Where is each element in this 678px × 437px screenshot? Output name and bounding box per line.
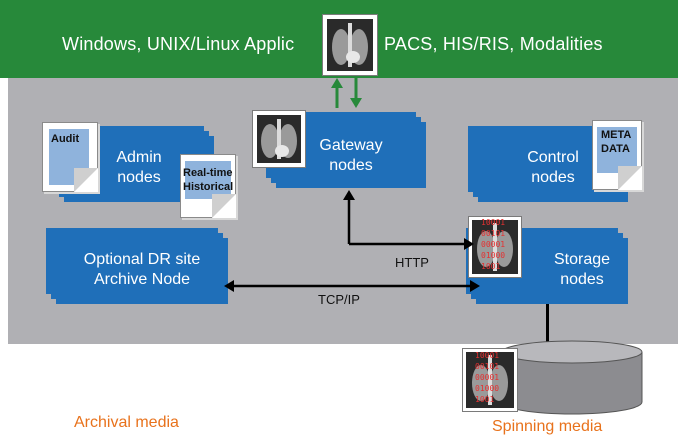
http-label: HTTP [395, 255, 429, 270]
disk-cylinder-icon [501, 340, 643, 415]
tcpip-connector [224, 280, 480, 292]
admin-nodes-label: Admin nodes [116, 149, 162, 186]
binary-digit-line: 1001 [475, 395, 495, 404]
spinning-media-label: Spinning media [492, 418, 603, 435]
banner-right-text: PACS, HIS/RIS, Modalities [384, 34, 603, 54]
binary-digit-line: 00101 [481, 229, 506, 238]
dr-archive-node: Optional DR site Archive Node [56, 238, 228, 304]
realtime-label: Real-time [183, 167, 233, 179]
meta-label: META [601, 129, 632, 141]
xray-icon [466, 352, 514, 408]
storage-binary-overlay: 10001 00101 00001 01000 1001 [481, 217, 505, 272]
binary-digit-line: 01000 [475, 384, 500, 393]
binary-digit-line: 10001 [481, 218, 506, 227]
binary-digit-line: 00001 [481, 240, 506, 249]
metadata-document-fold [618, 166, 642, 190]
audit-document: Audit [42, 122, 98, 192]
audit-label: Audit [51, 133, 80, 145]
metadata-document: META DATA [592, 120, 642, 190]
xray-icon [472, 220, 518, 274]
audit-document-fold [74, 168, 98, 192]
gateway-xray-image [252, 110, 306, 168]
storage-disk-link [546, 304, 549, 350]
data-label: DATA [601, 143, 630, 155]
dr-archive-node-label: Optional DR site Archive Node [83, 251, 201, 288]
storage-nodes-label: Storage nodes [553, 251, 611, 288]
realtime-document: Real-time Historical [180, 154, 236, 218]
banner-left-text: Windows, UNIX/Linux Applic [62, 34, 295, 54]
banner-xray-image [322, 14, 378, 76]
gateway-banner-arrows [331, 78, 362, 108]
binary-digit-line: 00001 [475, 373, 500, 382]
binary-digit-line: 00101 [475, 362, 500, 371]
archival-media-label: Archival media [74, 414, 179, 431]
http-connector [343, 190, 474, 250]
binary-digit-line: 01000 [481, 251, 506, 260]
tcpip-label: TCP/IP [318, 292, 360, 307]
historical-label: Historical [183, 181, 234, 193]
realtime-document-fold [212, 194, 236, 218]
metadata-document-shade [597, 127, 637, 173]
binary-digit-line: 1001 [481, 262, 501, 271]
xray-icon [327, 19, 373, 71]
control-nodes-label: Control nodes [527, 149, 579, 186]
disk-binary-overlay: 10001 00101 00001 01000 1001 [475, 350, 499, 405]
gateway-nodes-label: Gateway nodes [319, 137, 383, 174]
storage-xray-image: 10001 00101 00001 01000 1001 [468, 216, 522, 278]
xray-icon [257, 115, 301, 163]
binary-digit-line: 10001 [475, 351, 500, 360]
realtime-document-shade [185, 161, 231, 199]
disk-xray-image: 10001 00101 00001 01000 1001 [462, 348, 518, 412]
